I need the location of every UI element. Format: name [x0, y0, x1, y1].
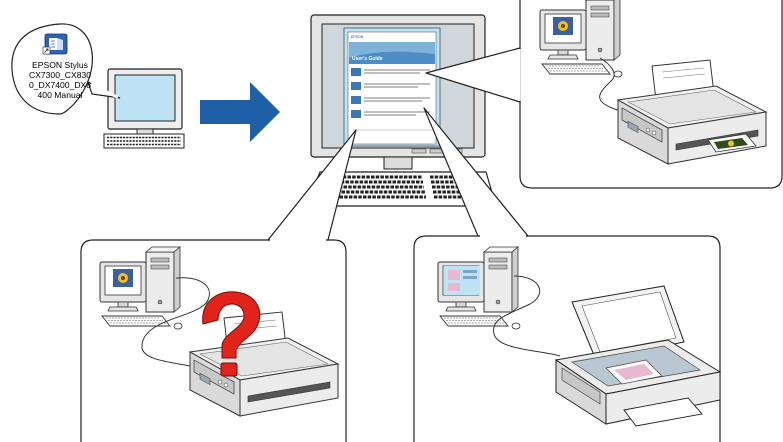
shortcut-callout: EPSON Stylus CX7300_CX830 0_DX7400_DX8 4…	[11, 23, 121, 115]
main-computer: EPSON User's Guide	[305, 14, 497, 207]
panel-scanning	[413, 235, 722, 442]
shortcut-label-line-3: 0_DX7400_DX8	[29, 80, 91, 90]
guide-brand: EPSON	[351, 35, 364, 39]
photo-print-icon	[707, 133, 757, 153]
manual-shortcut-icon[interactable]	[42, 33, 68, 55]
panel-troubleshooting	[80, 239, 347, 442]
source-computer	[103, 68, 185, 149]
desktop-computer-icon	[437, 246, 521, 330]
shortcut-label-line-2: CX7300_CX830	[29, 70, 91, 80]
arrow-right-icon	[200, 82, 280, 142]
scanner-icon	[554, 285, 722, 427]
shortcut-label-line-4: 400 Manual	[38, 90, 83, 100]
panel-photo-printing	[519, 0, 783, 189]
guide-title: User's Guide	[352, 56, 383, 62]
shortcut-label-line-1: EPSON Stylus	[32, 60, 88, 70]
desktop-computer-icon	[539, 0, 623, 78]
users-guide-screen[interactable]: EPSON User's Guide	[343, 27, 441, 147]
desktop-computer-icon	[99, 246, 183, 330]
question-mark-icon	[202, 291, 261, 377]
